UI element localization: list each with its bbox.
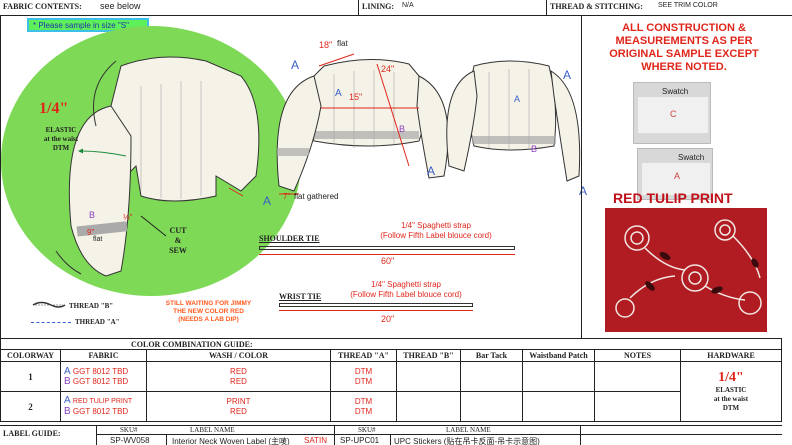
thread-a-icon xyxy=(31,322,71,323)
shoulder-tie-desc: 1/4" Spaghetti strap (Follow Fifth Label… xyxy=(380,221,492,240)
color-guide-title: COLOR COMBINATION GUIDE: xyxy=(0,338,782,350)
col-waistband-patch: Waistband Patch xyxy=(522,349,595,362)
col-hardware: HARDWARE xyxy=(680,349,782,362)
thread-stitching-value: SEE TRIM COLOR xyxy=(658,2,718,9)
label-sku-header: SKU# xyxy=(120,426,138,434)
colorway-row: 1 A GGT 8012 TBD B GGT 8012 TBD RED RED … xyxy=(0,361,782,422)
detail-letter-b: B xyxy=(89,210,96,220)
fabric-contents-label: FABRIC CONTENTS: xyxy=(3,2,82,11)
shoulder-tie-label: SHOULDER TIE xyxy=(259,234,320,243)
construction-note: ALL CONSTRUCTION & MEASUREMENTS AS PER O… xyxy=(609,22,759,73)
letter-a-3: A xyxy=(263,194,272,208)
label-name-1: Interior Neck Woven Label (主唛) xyxy=(172,437,290,445)
print-title: RED TULIP PRINT xyxy=(613,190,733,206)
detail-nine-measure: 9" xyxy=(87,228,95,237)
detail-b-measure: ½" xyxy=(123,213,133,222)
color-combination-table: COLOR COMBINATION GUIDE: COLORWAY FABRIC… xyxy=(0,338,782,422)
cuff-note: flat gathered xyxy=(294,192,339,201)
spec-header: FABRIC CONTENTS: see below LINING: N/A T… xyxy=(0,0,792,16)
elastic-note: ELASTIC at the waist DTM xyxy=(43,126,79,152)
neck-flat: flat xyxy=(337,39,348,48)
label-sku-header-2: SKU# xyxy=(358,426,376,434)
swatch-card-c: Swatch C xyxy=(633,82,711,144)
col-thread-a: THREAD "A" xyxy=(330,349,397,362)
label-name-header-2: LABEL NAME xyxy=(446,426,491,434)
thread-a-label: THREAD "A" xyxy=(75,318,120,326)
neck-measure: 18" xyxy=(319,40,333,50)
shoulder-tie-strap xyxy=(259,246,515,250)
label-name-1-material: SATIN xyxy=(304,436,327,445)
front-right-sleeve xyxy=(416,75,449,179)
cut-sew-note: CUT & SEW xyxy=(169,226,187,255)
cuff-measure: 7" xyxy=(283,192,291,201)
fabric-contents-value: see below xyxy=(100,1,141,11)
thread-b-label: THREAD "B" xyxy=(69,302,114,310)
elastic-band-detail xyxy=(76,221,128,237)
letter-a-1: A xyxy=(291,58,300,72)
letter-a-6: A xyxy=(563,68,572,82)
shoulder-tie-length: 60" xyxy=(381,256,395,266)
back-left-sleeve xyxy=(446,70,478,172)
letter-b-2: B xyxy=(531,144,538,154)
sample-size-note: * Please sample in size "S" xyxy=(27,18,149,32)
detail-callout xyxy=(1,26,301,296)
wrist-tie-measure-line xyxy=(279,310,473,311)
label-guide: LABEL GUIDE: SKU# LABEL NAME SP-WV058 In… xyxy=(0,425,782,445)
red-tulip-print-swatch xyxy=(605,208,767,332)
label-name-header: LABEL NAME xyxy=(190,426,235,434)
letter-b-1: B xyxy=(399,124,406,134)
letter-a-5: A xyxy=(514,94,521,104)
col-wash-color: WASH / COLOR xyxy=(146,349,331,362)
design-sheet: * Please sample in size "S" 1/4" ELASTIC… xyxy=(0,16,792,338)
detail-flat: flat xyxy=(93,236,103,243)
thread-b-icon xyxy=(32,301,66,308)
col-bar-tack: Bar Tack xyxy=(460,349,523,362)
body-width: 15" xyxy=(349,92,363,102)
col-fabric: FABRIC xyxy=(60,349,147,362)
label-name-2: UPC Stickers (贴在吊卡反面-吊卡示意图) xyxy=(394,437,540,445)
wrist-tie-label: WRIST TIE xyxy=(279,292,322,301)
lining-label: LINING: xyxy=(362,2,395,11)
thread-stitching-label: THREAD & STITCHING: xyxy=(550,2,643,11)
wrist-tie-desc: 1/4" Spaghetti strap (Follow Fifth Label… xyxy=(350,280,462,299)
letter-a-7: A xyxy=(579,184,588,198)
front-left-sleeve xyxy=(276,75,322,192)
wrist-tie-length: 20" xyxy=(381,314,395,324)
hardware-cell: 1/4" ELASTIC at the waist DTM xyxy=(680,361,782,422)
flat-sketch xyxy=(276,53,581,195)
letter-a-4: A xyxy=(427,164,436,178)
col-notes: NOTES xyxy=(594,349,681,362)
elastic-fraction: 1/4" xyxy=(39,100,69,117)
shoulder-tie-measure-line xyxy=(259,254,515,255)
label-sku-1: SP-WV058 xyxy=(110,436,150,445)
col-colorway: COLORWAY xyxy=(0,349,61,362)
waiting-note: STILL WAITING FOR JIMMY THE NEW COLOR RE… xyxy=(165,300,252,323)
swatch-card-a: Swatch A xyxy=(637,148,713,200)
colorway-row: 2 A RED TULIP PRINT B GGT 8012 TBD PRINT… xyxy=(0,391,782,422)
wrist-tie-strap xyxy=(279,303,473,307)
letter-a-2: A xyxy=(335,88,342,99)
body-length: 24" xyxy=(381,64,395,74)
back-right-sleeve xyxy=(550,70,581,182)
label-guide-title: LABEL GUIDE: xyxy=(3,429,61,438)
lining-value: N/A xyxy=(402,2,414,9)
col-thread-b: THREAD "B" xyxy=(396,349,461,362)
label-sku-2: SP-UPC01 xyxy=(340,436,380,445)
